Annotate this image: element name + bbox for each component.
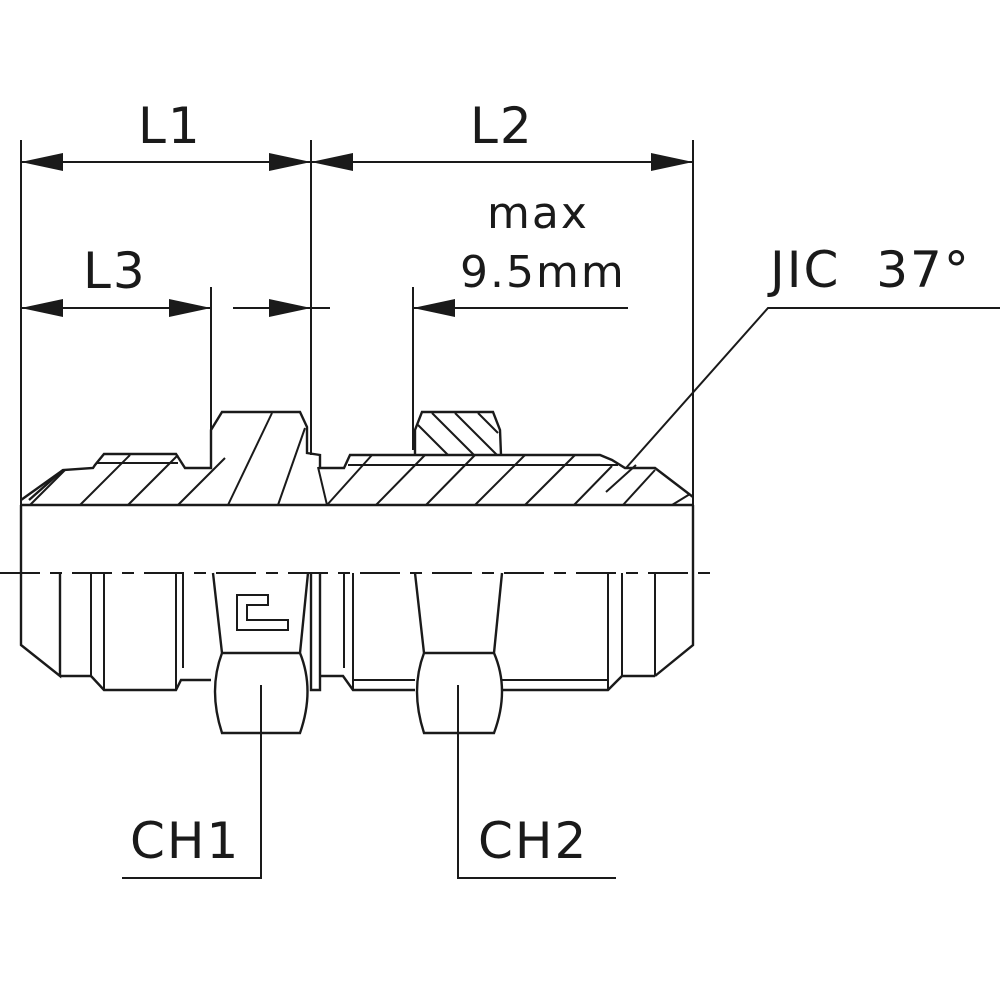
body-exterior-lower bbox=[19, 505, 695, 735]
max-note-line2: 9.5mm bbox=[460, 247, 626, 298]
max-note-line1: max bbox=[487, 188, 589, 239]
arrow-right-icon bbox=[269, 153, 311, 171]
hatch-lines bbox=[29, 412, 691, 506]
dimension-l3: L3 bbox=[21, 242, 311, 317]
body-section-upper bbox=[20, 410, 694, 507]
dimension-l2: L2 bbox=[311, 97, 693, 171]
callout-jic: JIC 37° bbox=[625, 241, 1000, 469]
dimension-label-l3: L3 bbox=[83, 242, 147, 300]
callout-label-jic: JIC 37° bbox=[767, 241, 971, 299]
arrow-left-icon bbox=[413, 299, 455, 317]
arrow-right-icon bbox=[169, 299, 211, 317]
callout-ch2: CH2 bbox=[457, 685, 616, 879]
dimension-label-l1: L1 bbox=[138, 97, 202, 155]
dimension-max-panel: max 9.5mm bbox=[311, 188, 628, 317]
arrow-left-icon bbox=[21, 299, 63, 317]
arrow-left-icon bbox=[311, 153, 353, 171]
callout-ch1: CH1 bbox=[122, 685, 262, 879]
callout-label-ch2: CH2 bbox=[478, 812, 588, 870]
extension-lines bbox=[20, 140, 694, 640]
brand-mark-icon bbox=[236, 594, 289, 631]
dimension-label-l2: L2 bbox=[470, 97, 534, 155]
dimension-l1: L1 bbox=[21, 97, 311, 171]
arrow-right-icon bbox=[269, 299, 311, 317]
locknut-hatch bbox=[417, 412, 499, 456]
callout-label-ch1: CH1 bbox=[130, 812, 240, 870]
arrow-right-icon bbox=[651, 153, 693, 171]
arrow-left-icon bbox=[21, 153, 63, 171]
